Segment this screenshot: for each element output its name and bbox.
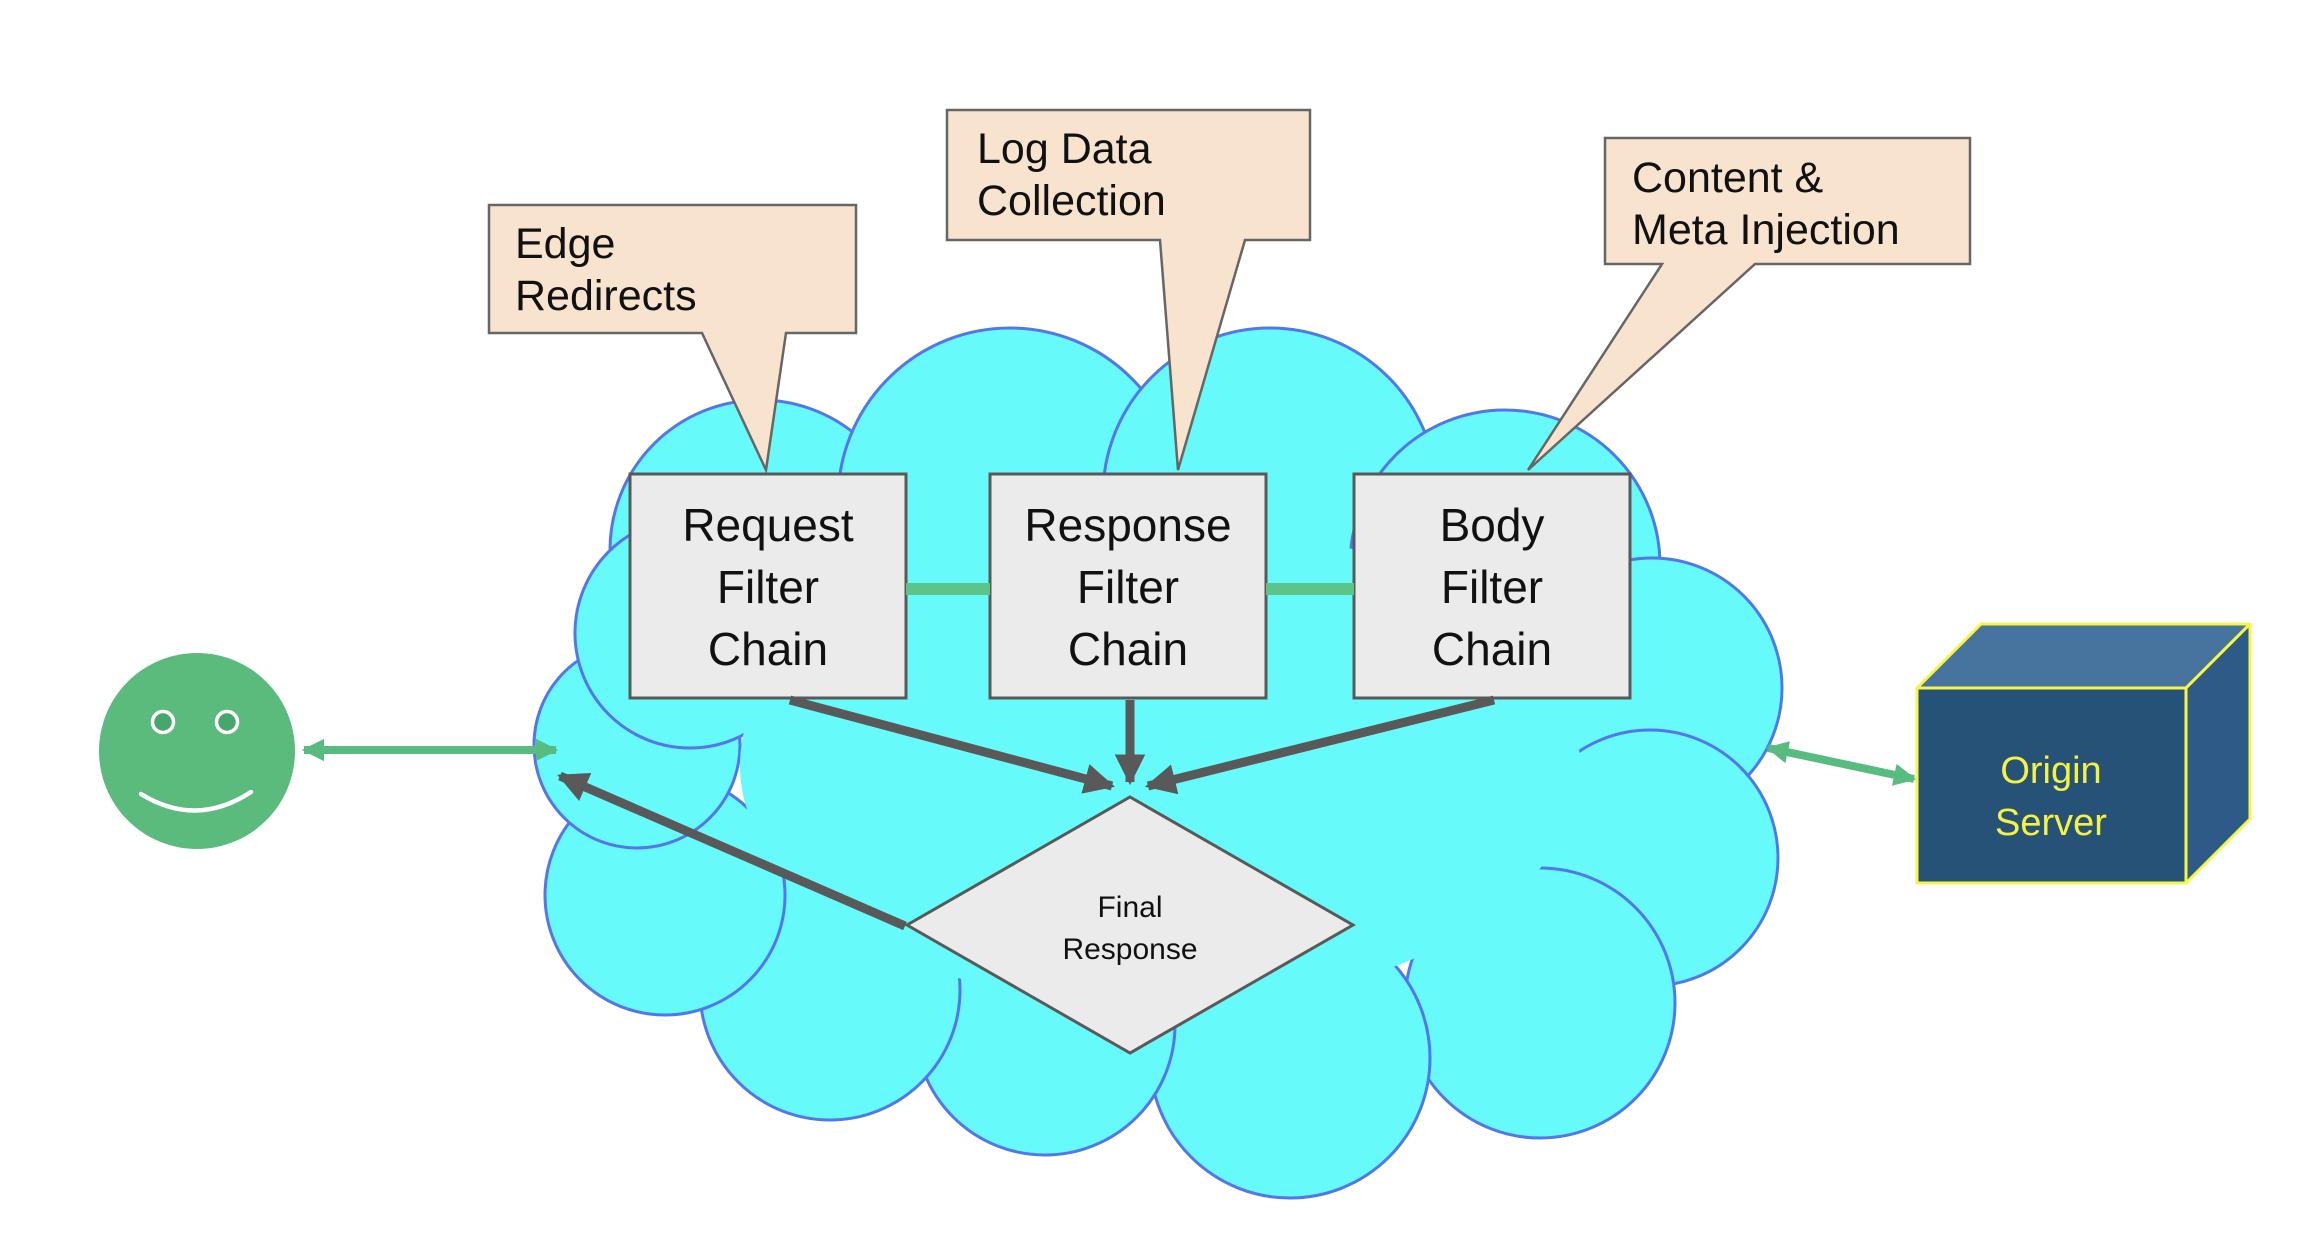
final-response-label-line1: Final [1097, 891, 1162, 924]
log-data-collection-label-line1: Log Data [977, 125, 1152, 173]
content-meta-injection-label-line1: Content & [1632, 154, 1824, 202]
body-filter-chain-label-line3: Chain [1432, 623, 1552, 675]
smiley-face-circle [99, 653, 295, 849]
response-filter-chain-box: Response Filter Chain [988, 472, 1268, 700]
request-filter-chain-rect [628, 472, 908, 700]
request-to-final-arrow [788, 695, 1115, 794]
edge-redirects-label-line2: Redirects [515, 272, 697, 320]
response-filter-chain-rect [988, 472, 1268, 700]
client-smiley-icon [99, 653, 295, 849]
origin-server-label-line1: Origin [2000, 750, 2101, 792]
final-response-diamond-shape [903, 795, 1357, 1055]
body-filter-chain-label-line1: Body [1440, 499, 1545, 551]
edge-redirects-callout-bubble [487, 203, 858, 475]
log-data-collection-label-line2: Collection [977, 177, 1166, 225]
log-data-collection-callout-bubble [945, 108, 1312, 471]
body-filter-chain-rect [1352, 472, 1632, 700]
smiley-mouth [138, 789, 254, 813]
body-to-final-arrow [1145, 695, 1496, 795]
final-response-label-line2: Response [1062, 933, 1197, 966]
response-filter-chain-label-line1: Response [1024, 499, 1231, 551]
smiley-right-eye [214, 709, 240, 735]
smiley-left-eye [150, 709, 176, 735]
final-response-diamond: Final Response [903, 795, 1357, 1055]
origin-server-cube-front [1915, 686, 2188, 885]
cloud-origin-arrow [1765, 741, 1917, 786]
cloud-shape [532, 326, 1784, 1200]
request-filter-chain-box: Request Filter Chain [628, 472, 908, 700]
body-filter-chain-box: Body Filter Chain [1352, 472, 1632, 700]
request-filter-chain-label-line2: Filter [717, 561, 819, 613]
origin-server-label-line2: Server [1995, 802, 2107, 844]
edge-redirects-callout: Edge Redirects [487, 203, 858, 475]
edge-redirects-label-line1: Edge [515, 220, 615, 268]
content-meta-injection-label-line2: Meta Injection [1632, 206, 1900, 254]
request-filter-chain-label-line1: Request [682, 499, 854, 551]
request-filter-chain-label-line3: Chain [708, 623, 828, 675]
response-filter-chain-label-line2: Filter [1077, 561, 1179, 613]
content-meta-injection-callout-bubble [1526, 136, 1972, 471]
final-to-client-arrow [557, 771, 907, 931]
origin-server-cube: Origin Server [1915, 622, 2252, 885]
response-filter-chain-label-line3: Chain [1068, 623, 1188, 675]
log-data-collection-callout: Log Data Collection [945, 108, 1312, 471]
body-filter-chain-label-line2: Filter [1441, 561, 1543, 613]
content-meta-injection-callout: Content & Meta Injection [1526, 136, 1972, 471]
